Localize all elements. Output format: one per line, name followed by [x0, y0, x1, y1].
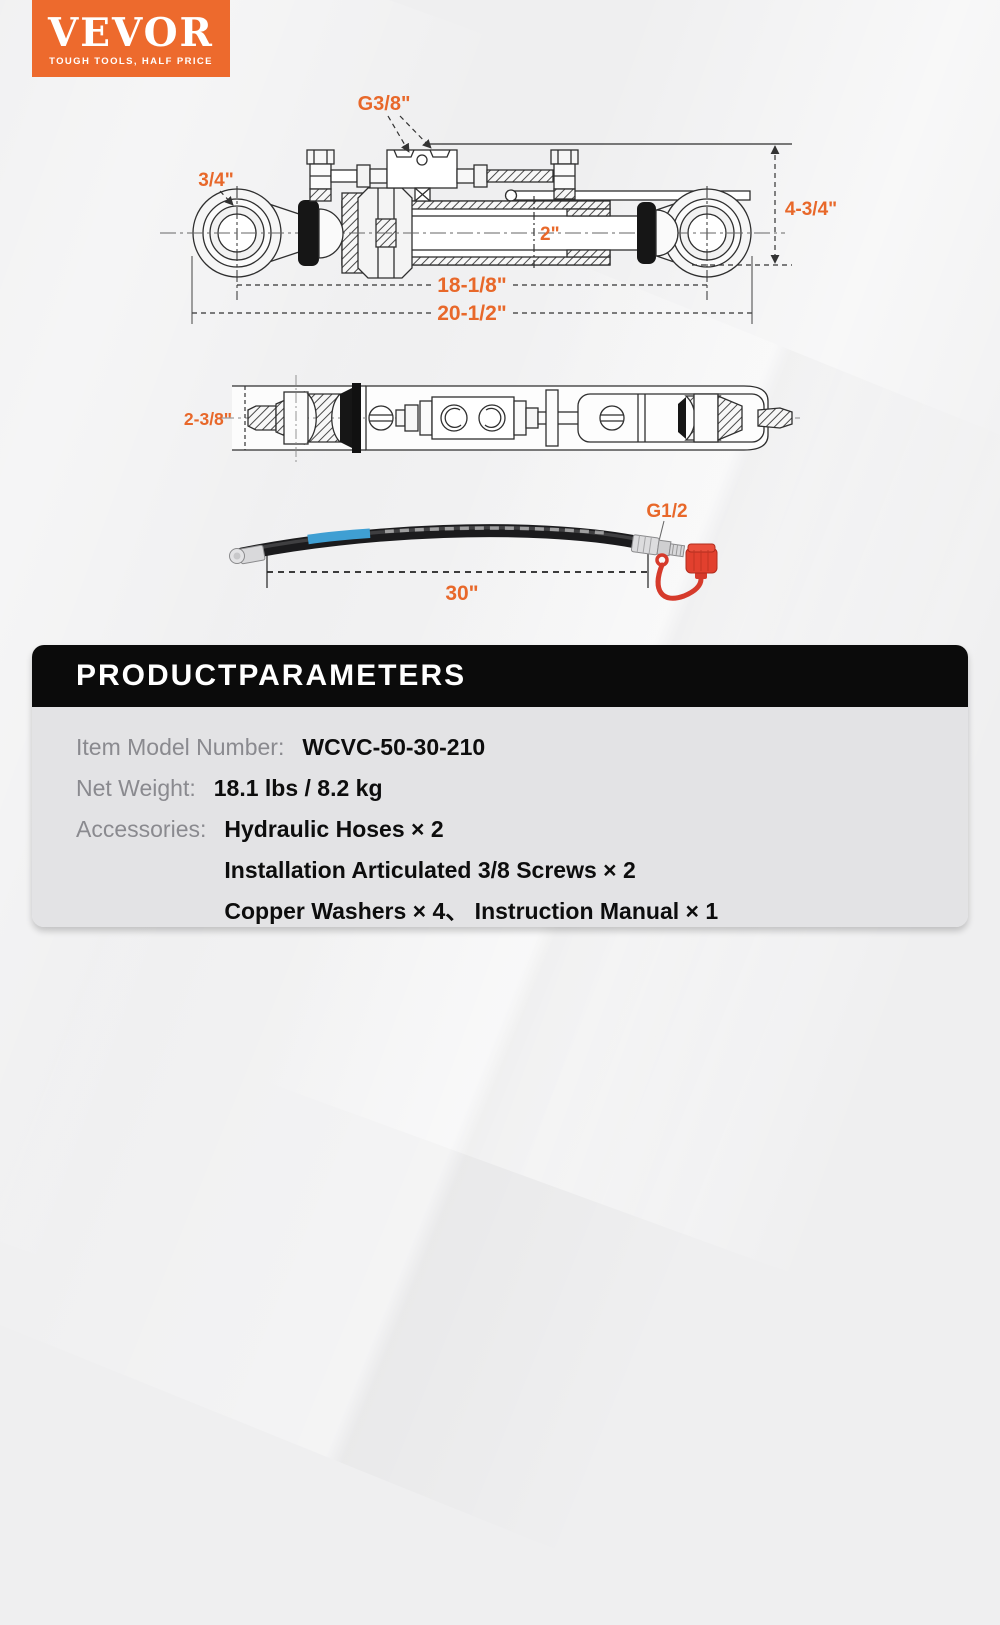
hose-drawing: 30" G1/2 [229, 501, 718, 605]
accessories-list: Hydraulic Hoses × 2 Installation Articul… [224, 809, 718, 932]
param-row-weight: Net Weight: 18.1 lbs / 8.2 kg [76, 768, 968, 809]
hose-left-fitting [229, 544, 266, 565]
panel-body: Item Model Number: WCVC-50-30-210 Net We… [32, 707, 968, 927]
param-value: 18.1 lbs / 8.2 kg [213, 775, 383, 801]
front-view-dimensions: G3/8" 3/4" 4-3/4" 2" 18-1/8" 20-1/2" [191, 93, 837, 325]
accessory-line: Installation Articulated 3/8 Screws × 2 [224, 857, 636, 883]
dim-port-thread: G3/8" [358, 93, 411, 115]
dim-center-to-center: 18-1/8" [437, 274, 507, 297]
dim-eye-bore: 3/4" [198, 170, 233, 191]
param-label: Net Weight: [76, 775, 196, 801]
panel-header: PRODUCTPARAMETERS [32, 645, 968, 707]
dim-fitting-thread: G1/2 [646, 501, 687, 522]
dim-cylinder-bore: 2" [540, 224, 560, 245]
hose-body [235, 524, 643, 561]
accessory-line: Copper Washers × 4、 Instruction Manual ×… [224, 898, 719, 924]
param-value: WCVC-50-30-210 [302, 734, 486, 760]
param-label: Accessories: [76, 816, 207, 842]
param-row-model: Item Model Number: WCVC-50-30-210 [76, 727, 968, 768]
dust-cap [655, 543, 718, 601]
dim-overall-length: 20-1/2" [437, 302, 507, 325]
vevor-logo: VEVOR TOUGH TOOLS, HALF PRICE [32, 0, 230, 77]
top-view-dimensions: 2-3/8" [184, 386, 246, 450]
top-view-drawing: 2-3/8" [184, 375, 800, 465]
param-row-accessories: Accessories: Hydraulic Hoses × 2 Install… [76, 809, 968, 932]
logo-tagline: TOUGH TOOLS, HALF PRICE [49, 55, 213, 67]
dim-overall-height: 4-3/4" [785, 199, 837, 220]
panel-title: PRODUCTPARAMETERS [76, 659, 467, 692]
param-label: Item Model Number: [76, 734, 285, 760]
dim-hose-length: 30" [445, 582, 478, 605]
accessory-line: Hydraulic Hoses × 2 [224, 816, 444, 842]
dim-body-width: 2-3/8" [184, 409, 232, 429]
logo-wordmark: VEVOR [48, 9, 214, 56]
hose-dimensions: 30" G1/2 [266, 501, 688, 605]
product-parameters-panel: PRODUCTPARAMETERS Item Model Number: WCV… [32, 645, 968, 927]
front-view-drawing: G3/8" 3/4" 4-3/4" 2" 18-1/8" 20-1/2" [160, 93, 837, 325]
cylinder-assembly [160, 143, 792, 300]
